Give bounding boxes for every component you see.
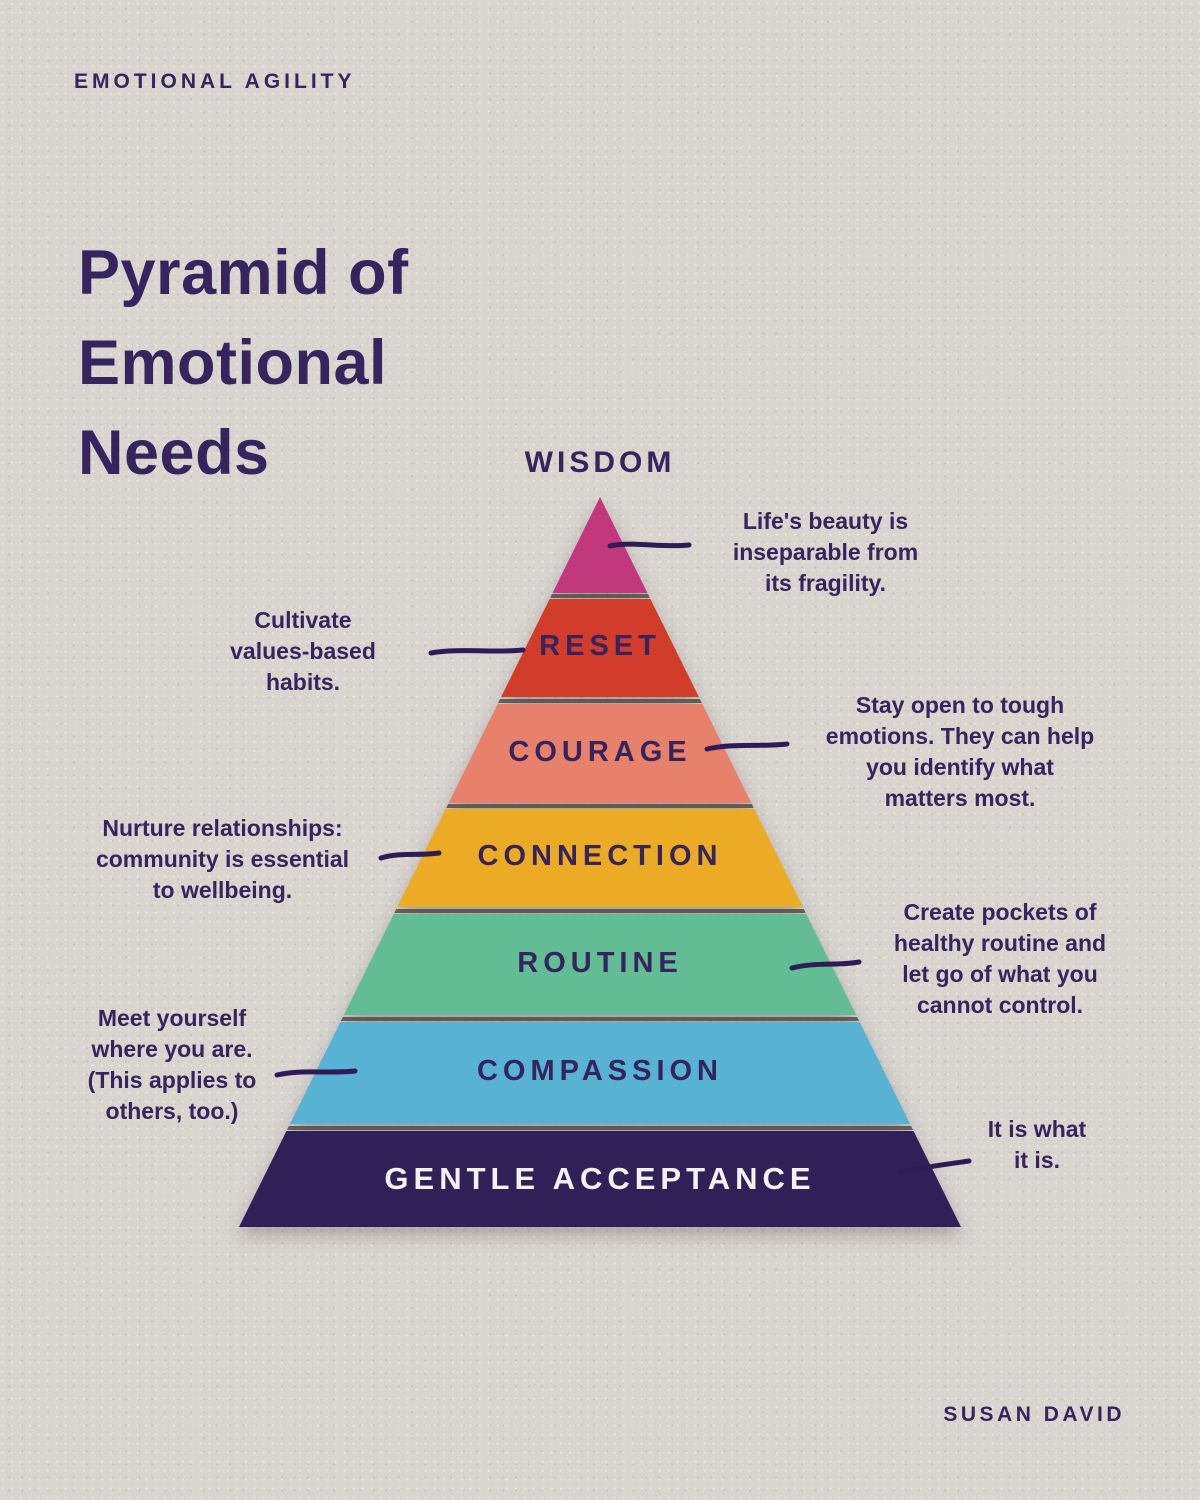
annotation-connection: Nurture relationships: community is esse… [95, 815, 350, 903]
pyramid-diagram: RESET COURAGE CONNECTION ROUTINE COMPASSION G… [239, 497, 961, 1227]
annotation-routine: Create pockets of healthy routine and le… [893, 899, 1107, 1018]
pyramid-label-gentle-acceptance: GENTLE ACCEPTANCE [384, 1161, 816, 1196]
annotation-wisdom: Life's beauty is inseparable from its fr… [732, 508, 919, 596]
pyramid-label-connection: CONNECTION [477, 840, 723, 872]
pyramid-separator-2 [239, 698, 961, 703]
pyramid-label-reset: RESET [539, 630, 661, 662]
pyramid-apex-label-wisdom: WISDOM [524, 446, 676, 479]
author-credit: SUSAN DAVID [943, 1403, 1125, 1426]
brand-header: EMOTIONAL AGILITY [74, 70, 356, 93]
pyramid-separator-6 [239, 1125, 961, 1130]
page-title-line-3: Needs [78, 418, 270, 488]
pyramid-separator-5 [239, 1016, 961, 1021]
pyramid-separator-3 [239, 803, 961, 808]
pyramid-shadow [239, 497, 961, 1227]
pyramid-separator-1 [239, 593, 961, 598]
pyramid-level-gentle-acceptance [239, 1131, 961, 1227]
pyramid-label-compassion: COMPASSION [476, 1055, 724, 1087]
pyramid-label-routine: ROUTINE [517, 946, 683, 979]
page-title-line-1: Pyramid of [78, 238, 409, 308]
annotation-courage: Stay open to tough emotions. They can he… [825, 692, 1095, 811]
annotation-compassion: Meet yourself where you are. (This appli… [87, 1005, 257, 1124]
pyramid-level-compassion [239, 1022, 961, 1124]
annotation-gentle-acceptance: It is what it is. [987, 1116, 1087, 1173]
pyramid-separator-4 [239, 908, 961, 913]
page-title-line-2: Emotional [78, 328, 388, 398]
annotation-reset: Cultivate values-based habits. [230, 607, 376, 695]
page-title: Pyramid of Emotional Needs [78, 228, 409, 498]
pyramid-label-courage: COURAGE [508, 735, 692, 768]
